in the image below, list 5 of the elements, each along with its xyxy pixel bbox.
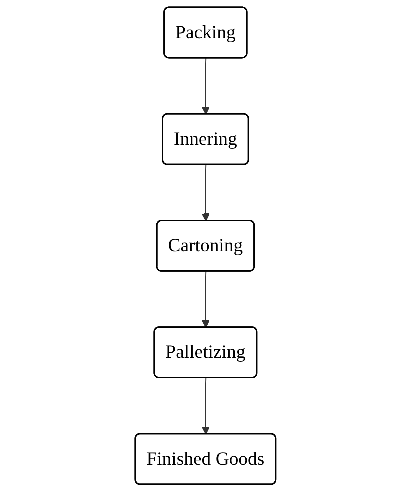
arrow — [202, 271, 210, 328]
arrow — [202, 58, 210, 115]
arrow — [202, 378, 210, 435]
flowchart-drawing: Packing Innering Cartoning Palletizing Finished Goods — [128, 0, 284, 492]
arrow — [202, 164, 210, 222]
